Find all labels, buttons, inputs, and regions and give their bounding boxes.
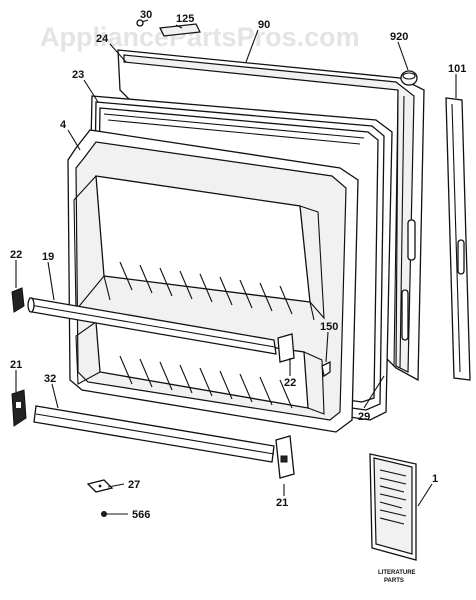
bracket-22-right [277, 333, 295, 363]
label-150: 150 [320, 321, 338, 333]
clip-150 [321, 360, 331, 378]
label-32: 32 [44, 373, 56, 385]
literature-label-line2: PARTS [384, 578, 404, 584]
label-21-left: 21 [10, 359, 22, 371]
watermark: AppliancePartsPros.com [40, 22, 360, 52]
label-22-right: 22 [284, 377, 296, 389]
bracket-21-left [11, 389, 27, 427]
screw-30 [136, 19, 144, 27]
label-21-right: 21 [276, 497, 288, 509]
shelf-bar-19 [27, 297, 277, 355]
label-101: 101 [448, 63, 466, 75]
door-handle-part [159, 23, 201, 37]
label-22-left: 22 [10, 249, 22, 261]
shelf-bar-32 [33, 405, 275, 463]
literature-label-line1: LITERATURE [378, 570, 416, 576]
leader-lines [15, 19, 457, 515]
literature-booklet: LITERATURE PARTS [369, 453, 417, 584]
label-23: 23 [72, 69, 84, 81]
label-24: 24 [96, 33, 109, 45]
button-920 [400, 70, 418, 86]
label-27: 27 [128, 479, 140, 491]
label-566: 566 [132, 509, 150, 521]
inner-door-liner [67, 129, 359, 433]
label-90: 90 [258, 19, 270, 31]
bracket-22-left [11, 287, 25, 313]
pad-27 [86, 479, 114, 493]
label-30: 30 [140, 9, 152, 21]
trim-strip-101 [445, 97, 471, 381]
label-920: 920 [390, 31, 408, 43]
label-4: 4 [60, 119, 67, 131]
bracket-21-right [275, 435, 295, 479]
label-29: 29 [358, 411, 370, 423]
label-19: 19 [42, 251, 54, 263]
label-1: 1 [432, 473, 438, 485]
label-125: 125 [176, 13, 194, 25]
part-labels: 30 125 90 24 920 23 101 4 22 19 150 22 2… [10, 9, 466, 521]
